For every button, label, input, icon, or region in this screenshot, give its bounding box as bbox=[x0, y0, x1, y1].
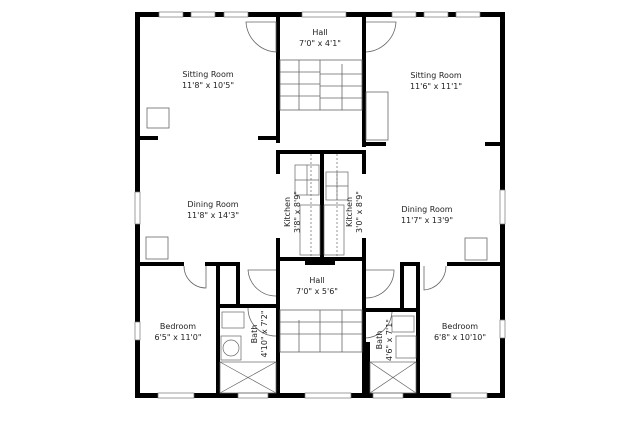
room-name: Hall bbox=[309, 276, 325, 285]
room-label-bath-right: Bath 4'6" x 7'1" bbox=[375, 319, 395, 361]
room-name: Bath bbox=[250, 324, 259, 344]
room-dimensions: 4'10" x 7'2" bbox=[260, 310, 269, 358]
room-label-sitting-room-left: Sitting Room 11'8" x 10'5" bbox=[182, 69, 234, 91]
doors bbox=[183, 21, 447, 339]
room-dimensions: 11'6" x 11'1" bbox=[409, 82, 463, 91]
room-dimensions: 6'5" x 11'0" bbox=[154, 333, 202, 342]
room-label-bedroom-left: Bedroom 6'5" x 11'0" bbox=[154, 321, 201, 343]
room-name: Dining Room bbox=[187, 200, 239, 209]
room-name: Bath bbox=[375, 330, 384, 350]
room-label-dining-room-left: Dining Room 11'8" x 14'3" bbox=[187, 199, 239, 221]
room-label-dining-room-right: Dining Room 11'7" x 13'9" bbox=[401, 204, 453, 226]
room-dimensions: 11'8" x 14'3" bbox=[186, 211, 240, 220]
bath-fixtures bbox=[219, 311, 417, 394]
room-dimensions: 7'0" x 4'1" bbox=[299, 39, 341, 48]
room-label-bedroom-right: Bedroom 6'8" x 10'10" bbox=[434, 321, 486, 343]
room-name: Dining Room bbox=[401, 205, 453, 214]
room-name: Bedroom bbox=[159, 322, 197, 331]
stairs bbox=[145, 59, 488, 353]
room-name: Kitchen bbox=[283, 196, 292, 228]
room-label-kitchen-right: Kitchen 3'0" x 8'9" bbox=[345, 191, 365, 233]
room-label-kitchen-left: Kitchen 3'8" x 8'9" bbox=[283, 191, 303, 233]
room-label-hall-bottom: Hall 7'0" x 5'6" bbox=[296, 275, 338, 297]
room-dimensions: 4'6" x 7'1" bbox=[385, 319, 394, 361]
room-label-sitting-room-right: Sitting Room 11'6" x 11'1" bbox=[410, 70, 462, 92]
room-dimensions: 6'8" x 10'10" bbox=[433, 333, 487, 342]
windows bbox=[134, 11, 506, 399]
room-dimensions: 11'8" x 10'5" bbox=[181, 81, 235, 90]
room-name: Kitchen bbox=[345, 196, 354, 228]
room-dimensions: 3'0" x 8'9" bbox=[355, 191, 364, 233]
room-name: Hall bbox=[312, 28, 328, 37]
room-name: Sitting Room bbox=[410, 71, 462, 80]
room-label-hall-top: Hall 7'0" x 4'1" bbox=[299, 27, 341, 49]
room-dimensions: 3'8" x 8'9" bbox=[293, 191, 302, 233]
room-dimensions: 7'0" x 5'6" bbox=[296, 287, 338, 296]
room-dimensions: 11'7" x 13'9" bbox=[400, 216, 454, 225]
room-name: Bedroom bbox=[441, 322, 479, 331]
room-label-bath-left: Bath 4'10" x 7'2" bbox=[250, 310, 270, 357]
room-name: Sitting Room bbox=[182, 70, 234, 79]
kitchen-fixtures bbox=[294, 154, 349, 258]
